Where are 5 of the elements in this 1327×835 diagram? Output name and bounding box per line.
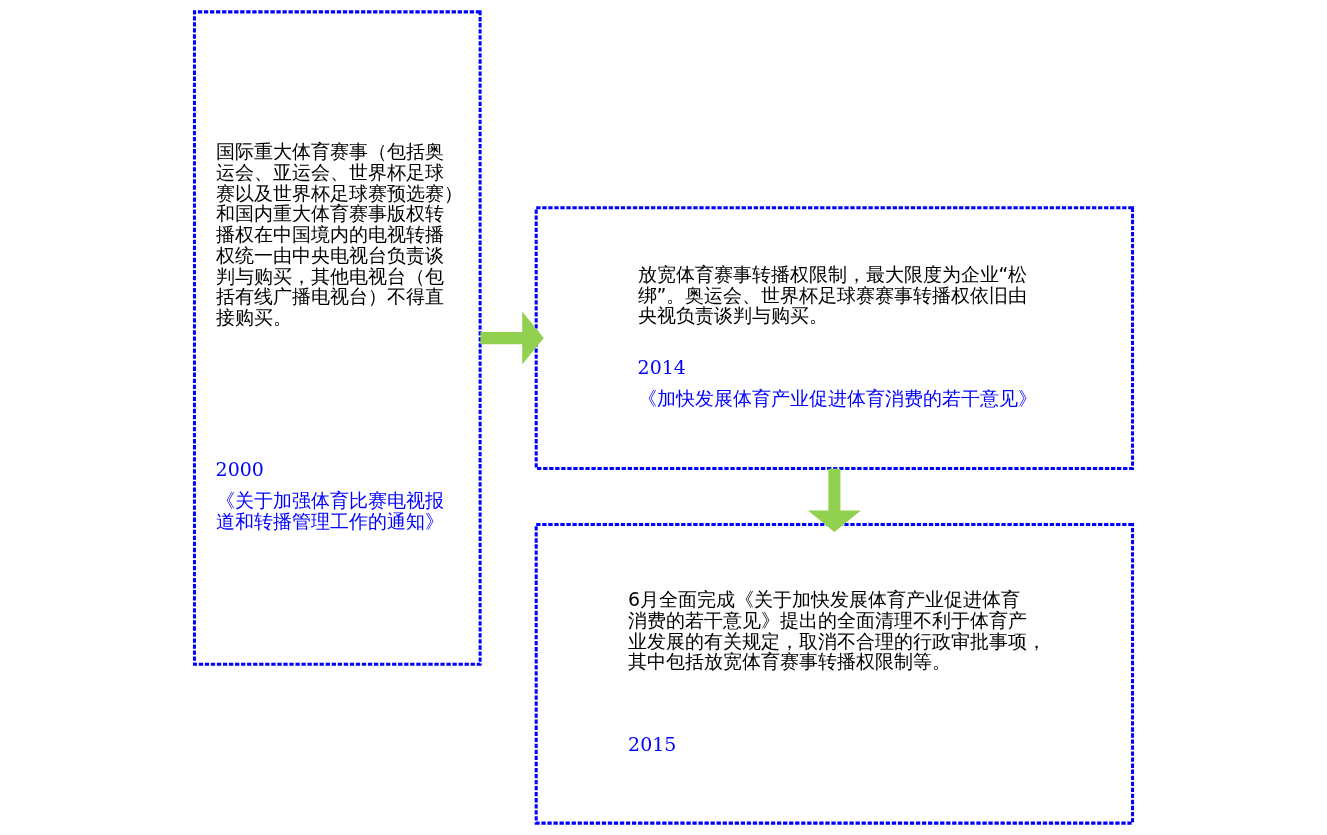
- node-box: 国际重大体育赛事（包括奥运会、亚运会、世界杯足球赛以及世界杯足球赛预选赛）和国内重大体育赛事版权转播权在中国境内的电视转播权统一由中央电视台负责谈判与购买，其他电视台（包括有线广播电视台）不得直接购买。 2000 《关于加强体育比赛电视报道和转播管理工作的通知》: [192, 10, 482, 666]
- arrow: [807, 468, 861, 533]
- node-box: 放宽体育赛事转播权限制，最大限度为企业“松绑”。奥运会、世界杯足球赛赛事转播权依旧由央视负责谈判与购买。 2014 《加快发展体育产业促进体育消费的若干意见》: [534, 206, 1135, 470]
- node-box: 6月全面完成《关于加快发展体育产业促进体育消费的若干意见》提出的全面清理不利于体育产业发展的有关规定，取消不合理的行政审批事项，其中包括放宽体育赛事转播权限制等。 2015: [534, 523, 1135, 825]
- arrow: [480, 311, 544, 365]
